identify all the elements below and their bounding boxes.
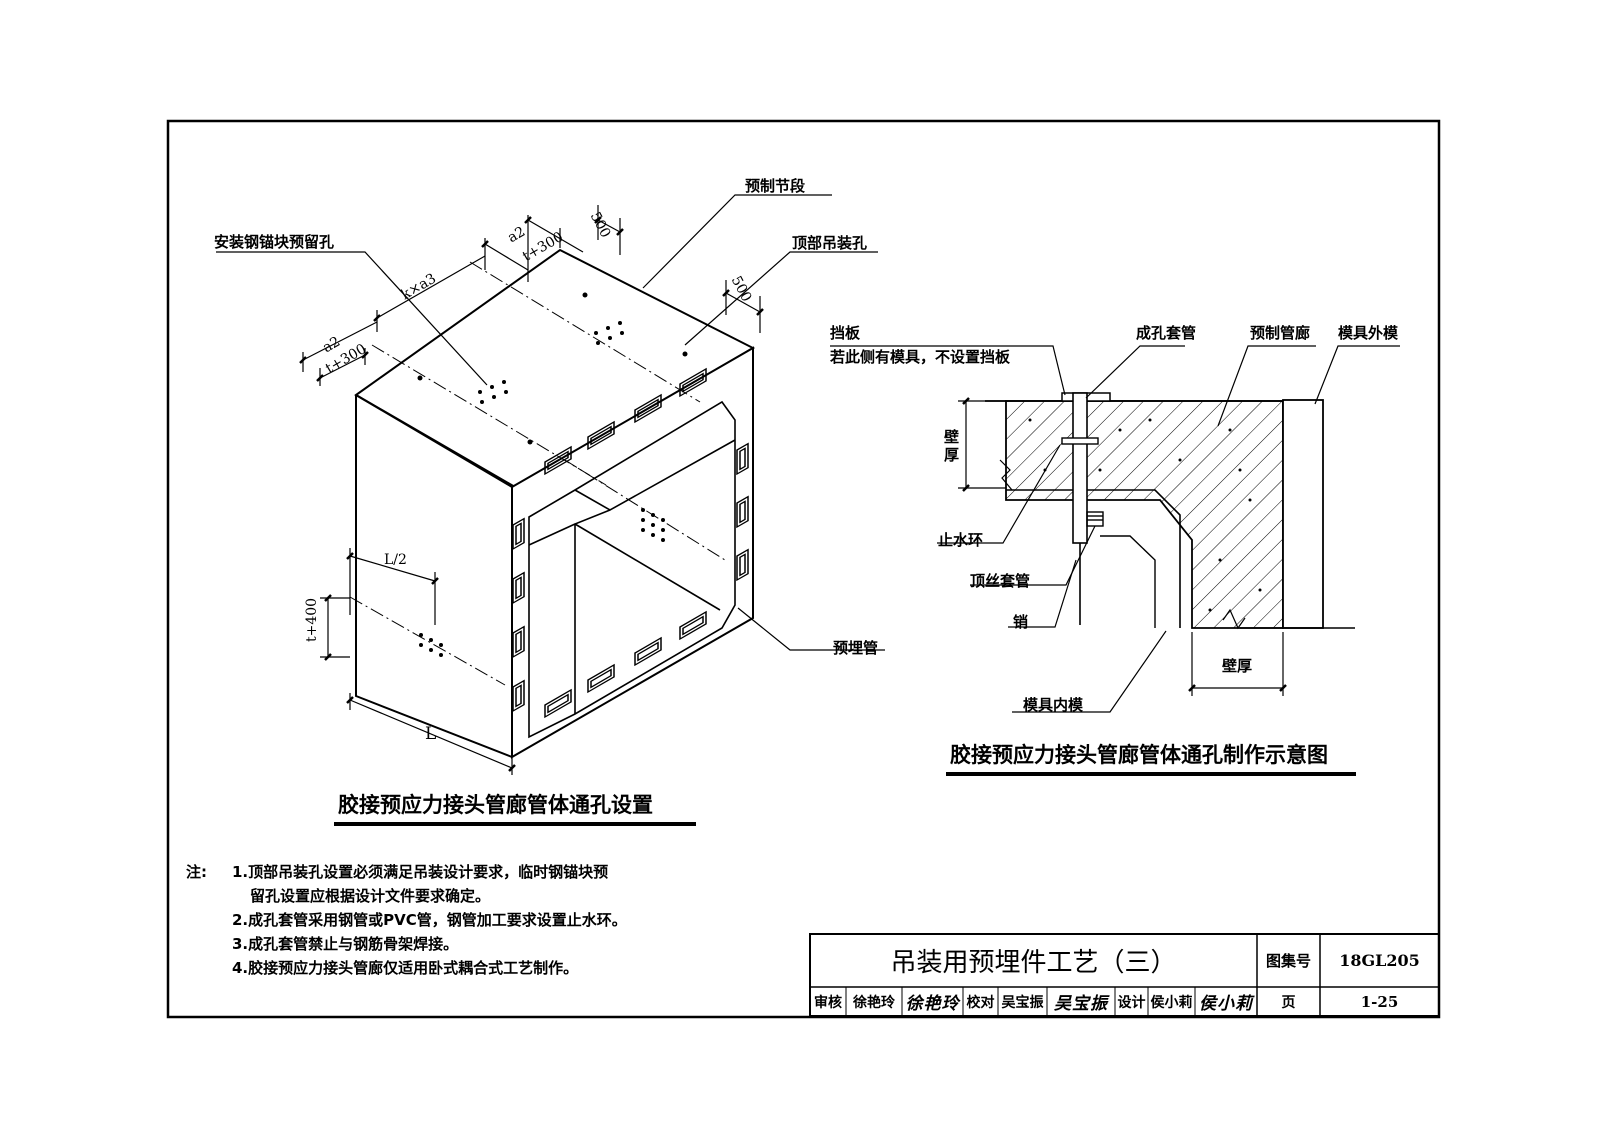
left-caption-underline — [334, 822, 696, 826]
right-caption: 胶接预应力接头管廊管体通孔制作示意图 — [950, 743, 1328, 767]
left-leaders — [216, 194, 885, 651]
label-top-screw-sleeve: 顶丝套管 — [970, 572, 1031, 590]
notes-head: 注: — [186, 863, 207, 881]
dim-half-L: L/2 — [384, 552, 407, 568]
label-inner-mold: 模具内模 — [1023, 696, 1084, 714]
top-face-holes — [417, 292, 688, 445]
side-face-holes — [419, 633, 443, 657]
sheet-border — [166, 119, 1441, 1019]
label-baffle-note: 若此侧有模具，不设置挡板 — [830, 348, 1011, 366]
note-item-2: 2.成孔套管采用钢管或PVC管，钢管加工要求设置止水环。 — [232, 911, 627, 929]
outer-mold — [1282, 399, 1324, 629]
far-wall-holes — [641, 508, 665, 542]
note-item-1-cont: 留孔设置应根据设计文件要求确定。 — [250, 887, 491, 905]
isometric-box — [354, 248, 756, 759]
label-hole-sleeve: 成孔套管 — [1136, 324, 1197, 342]
atlas-number: 18GL205 — [1339, 951, 1420, 970]
center-lines — [349, 261, 726, 686]
label-wall-thickness-h: 壁厚 — [1222, 657, 1253, 675]
section-concrete — [1005, 400, 1284, 629]
label-baffle: 挡板 — [830, 324, 861, 342]
check-label: 校对 — [966, 994, 995, 1011]
note-item-1: 1.顶部吊装孔设置必须满足吊装设计要求，临时钢锚块预 — [232, 863, 609, 881]
left-caption: 胶接预应力接头管廊管体通孔设置 — [338, 793, 653, 817]
note-item-3: 3.成孔套管禁止与钢筋骨架焊接。 — [232, 935, 459, 953]
designer-signature: 侯小莉 — [1199, 994, 1253, 1014]
dim-t400: t+400 — [304, 597, 320, 642]
drawing-title: 吊装用预埋件工艺（三） — [890, 948, 1177, 978]
reviewer-signature: 徐艳玲 — [905, 994, 960, 1014]
label-prefab-segment: 预制节段 — [745, 177, 806, 195]
break-mark-top — [999, 459, 1013, 491]
reviewer-name: 徐艳玲 — [853, 994, 895, 1011]
label-pin: 销 — [1013, 613, 1029, 631]
designer-name: 侯小莉 — [1150, 994, 1193, 1011]
right-leaders — [830, 345, 1400, 713]
label-top-lift-hole: 顶部吊装孔 — [792, 234, 868, 252]
checker-signature: 吴宝振 — [1054, 994, 1108, 1014]
dim-L: L — [425, 724, 437, 744]
label-anchor-hole: 安装钢锚块预留孔 — [214, 233, 335, 251]
hole-sleeve — [1072, 392, 1088, 544]
note-item-4: 4.胶接预应力接头管廊仅适用卧式耦合式工艺制作。 — [232, 959, 579, 977]
label-outer-mold: 模具外模 — [1338, 324, 1399, 342]
checker-name: 吴宝振 — [1001, 994, 1044, 1011]
atlas-label: 图集号 — [1265, 952, 1311, 970]
label-water-stop: 止水环 — [938, 531, 984, 549]
right-caption-underline — [946, 772, 1356, 776]
water-stop-ring — [1061, 437, 1099, 445]
right-dimension-ticks — [962, 397, 1287, 692]
design-label: 设计 — [1117, 994, 1146, 1011]
embedded-pipe-slots — [512, 367, 749, 719]
title-block-grid — [809, 933, 1440, 1017]
page-label: 页 — [1281, 994, 1296, 1011]
inner-mold-inner — [1100, 535, 1156, 628]
break-mark-bottom — [1222, 608, 1246, 630]
top-screw — [1086, 511, 1104, 527]
review-label: 审核 — [814, 994, 842, 1011]
label-prefab-corridor: 预制管廊 — [1250, 324, 1311, 342]
page-number: 1-25 — [1360, 992, 1399, 1011]
box-opening — [528, 400, 736, 739]
dimension-ticks — [299, 216, 764, 772]
label-wall-thickness-v: 壁厚 — [944, 428, 960, 464]
label-embedded-pipe: 预埋管 — [833, 639, 879, 657]
